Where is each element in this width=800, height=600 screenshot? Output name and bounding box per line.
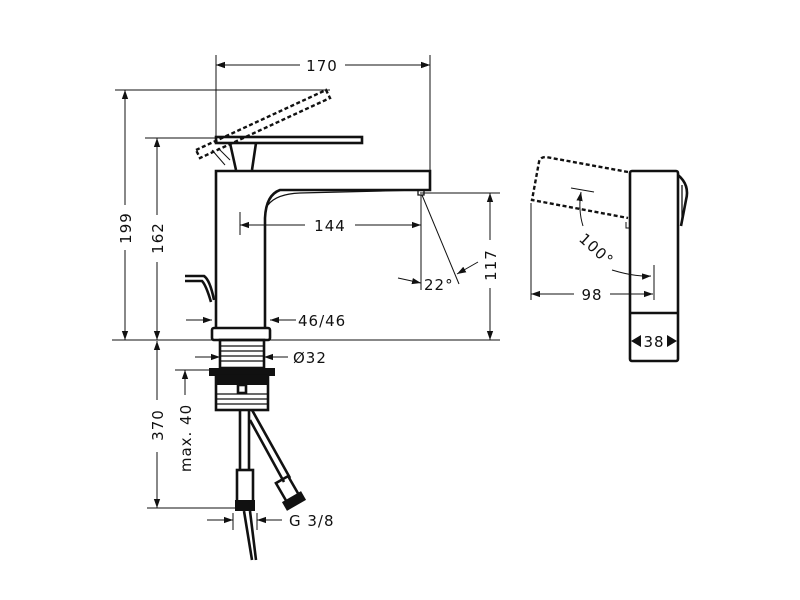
dim-22-degree: 22° [424,276,454,294]
dim-g-3-8: G 3/8 [289,512,335,530]
dim-199: 199 [117,212,135,244]
base-ring [210,326,272,342]
dim-162: 162 [149,222,167,254]
dim-370: 370 [149,409,167,441]
lever-closed [214,135,364,145]
lever-open-dashed [194,88,332,160]
front-view: 170 199 162 144 117 22° 46/46 Ø32 [112,55,500,561]
side-body [628,169,680,363]
supply-hoses [235,409,307,561]
side-lever-open-dashed [530,155,629,220]
dim-46-46: 46/46 [298,312,346,330]
dim-144: 144 [314,217,346,235]
threaded-shank [209,338,275,412]
dim-diameter-32: Ø32 [293,349,327,367]
dim-max-40: max. 40 [177,404,195,472]
dim-98: 98 [581,286,602,304]
lever-joint [228,142,258,171]
faucet-body [214,169,432,328]
dim-38: 38 [643,333,664,351]
dim-100-degree: 100° [575,230,617,270]
dim-170: 170 [306,57,338,75]
dim-117: 117 [482,249,500,281]
side-view: 100° 98 38 [530,155,689,363]
drain-rod [185,274,216,303]
